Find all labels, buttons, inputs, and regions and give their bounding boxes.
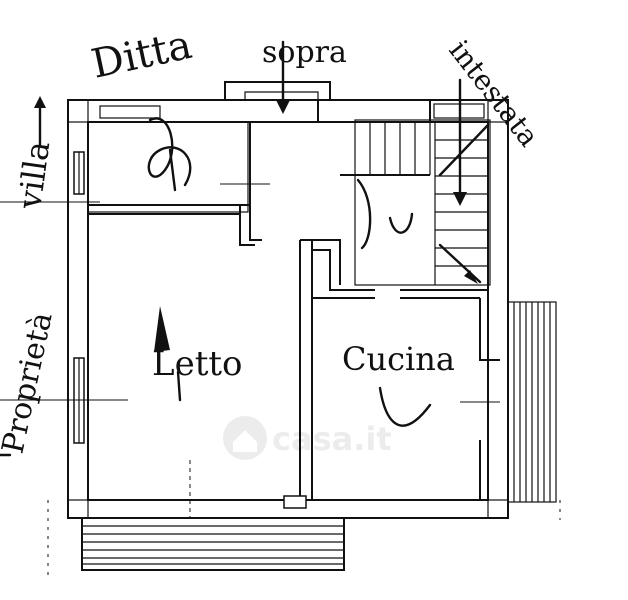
dimension-lines bbox=[0, 183, 561, 580]
house-logo-icon bbox=[223, 416, 267, 460]
label-intestata: intestata bbox=[442, 34, 545, 153]
label-cucina: Cucina bbox=[342, 340, 455, 378]
label-proprieta: Proprietà bbox=[0, 309, 60, 457]
handwritten-marks bbox=[0, 40, 467, 457]
label-letto: Letto bbox=[152, 344, 243, 384]
watermark-text: casa.it bbox=[272, 420, 392, 458]
staircase bbox=[354, 119, 491, 286]
label-sopra: sopra bbox=[262, 35, 347, 70]
label-ditta: Ditta bbox=[88, 22, 196, 88]
label-villa: villa bbox=[10, 139, 57, 212]
interior-walls bbox=[67, 99, 509, 519]
watermark: casa.it bbox=[223, 416, 392, 460]
balcony-railing-right bbox=[507, 301, 557, 503]
terrace-steps-bottom bbox=[81, 517, 345, 571]
